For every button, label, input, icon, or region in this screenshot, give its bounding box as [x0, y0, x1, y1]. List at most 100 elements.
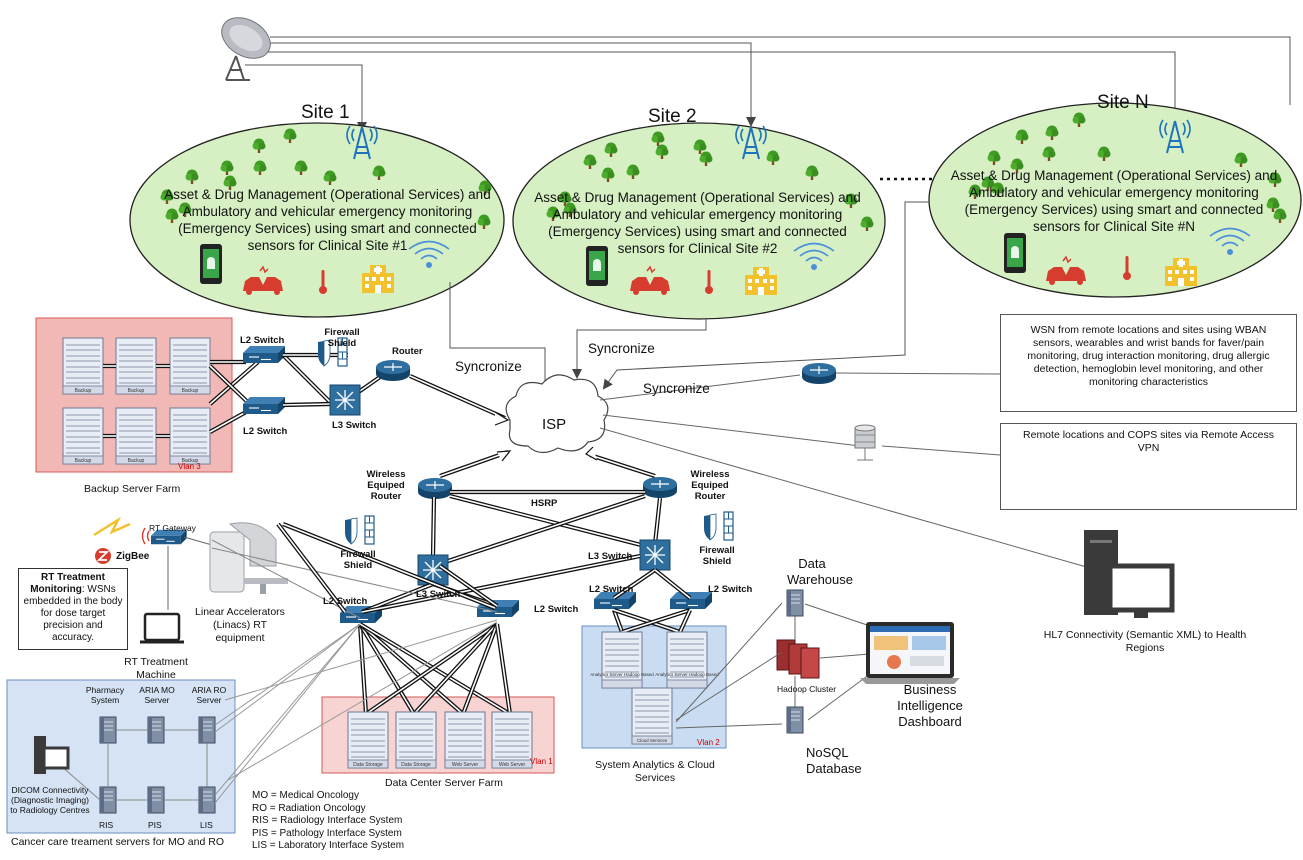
site-1-description: Asset & Drug Management (Operational Ser… — [164, 187, 491, 253]
backup-link-inner — [209, 411, 247, 433]
analytics-server-label: Analytics Server Hadoop Based — [655, 672, 719, 677]
cancer-uplink — [214, 623, 361, 733]
rt-link — [211, 547, 498, 613]
firewall-icon — [703, 511, 734, 541]
cancer-uplink — [224, 619, 498, 701]
rt-linac-link-inner — [277, 523, 346, 613]
db-top — [854, 424, 876, 432]
lightning-icon — [93, 516, 131, 537]
core-to-isp-inner — [439, 451, 509, 477]
site-2-title: Site 2 — [648, 106, 697, 127]
backup-router-label: Router — [392, 346, 423, 357]
server-icon — [198, 716, 216, 744]
analytics-caption: System Analytics & Cloud Services — [595, 759, 715, 784]
hadoop-cluster-label: Hadoop Cluster — [777, 684, 837, 694]
rt-monitoring-text: : WSNs embedded in the body for dose tar… — [23, 584, 123, 643]
backup-server-label: Backup — [182, 458, 199, 464]
pis-label: PIS — [148, 820, 162, 830]
legend-item: MO = Medical Oncology — [252, 790, 359, 801]
site-n-title: Site N — [1097, 92, 1149, 113]
analytics-dw-link — [675, 651, 783, 721]
rt-monitoring-title: RT Treatment Monitoring — [30, 572, 105, 595]
sync-label-2: Syncronize — [588, 341, 655, 356]
bi-chart-1 — [874, 636, 908, 650]
linac-gantry — [228, 522, 277, 567]
backup-vlan-label: Vlan 3 — [178, 462, 201, 471]
vpn-info-box: Remote locations and COPS sites via Remo… — [1000, 423, 1297, 510]
backup-link-inner — [282, 354, 331, 403]
linac-couch — [244, 578, 288, 584]
core-l3-switch-left-label: L3 Switch — [416, 589, 461, 600]
hadoop-cluster-icon — [776, 639, 820, 679]
rt-linac-link-inner — [282, 523, 496, 609]
rt-treatment-machine-label: RT Treatment Machine — [124, 656, 188, 681]
dicom-label: DICOM Connectivity (Diagnostic Imaging) … — [10, 785, 90, 815]
backup-l2-switch-bottom-label: L2 Switch — [243, 426, 288, 437]
switch-icon — [639, 539, 671, 571]
zigbee-icon — [95, 548, 111, 564]
linac-leg — [260, 584, 266, 594]
core-link-inner — [361, 555, 641, 613]
sync-line-site-2 — [572, 318, 707, 379]
core-link-inner — [654, 569, 691, 599]
switch-icon — [242, 345, 286, 364]
backup-server-label: Backup — [75, 458, 92, 464]
backup-server-label: Backup — [128, 458, 145, 464]
arrowhead — [585, 446, 598, 461]
dc-link-inner — [359, 623, 464, 715]
core-firewall-right-label: Firewall Shield — [699, 545, 735, 567]
rt-gateway-label: RT Gateway — [149, 523, 196, 533]
analytics-server-label: Analytics Server Hadoop Based — [590, 672, 654, 677]
linac-label: Linear Accelerators (Linacs) RT equipmen… — [195, 606, 285, 644]
bi-header — [870, 626, 950, 632]
hl7-stand — [1134, 610, 1148, 618]
server-icon — [347, 711, 389, 769]
isp-label: ISP — [542, 416, 567, 433]
backup-firewall-label: Firewall Shield — [324, 327, 360, 349]
satellite-dish-icon — [221, 17, 271, 81]
database-icon — [854, 424, 876, 461]
router-icon — [642, 476, 678, 499]
ris-label: RIS — [99, 820, 114, 830]
site-1-ellipse — [129, 122, 505, 318]
legend-item: RIS = Radiology Interface System — [252, 815, 403, 827]
core-router-left-label: Wireless Equiped Router — [366, 469, 406, 502]
core-firewall-left-label: Firewall Shield — [340, 549, 376, 571]
nosql-database-label: NoSQL Database — [806, 745, 862, 776]
core-l3-switch-right-label: L3 Switch — [588, 551, 633, 562]
analytics-link-inner — [621, 609, 691, 633]
analytics-server-label: Cloud Services — [637, 738, 668, 743]
core-link-inner — [444, 495, 646, 563]
hl7-slot — [1090, 540, 1112, 543]
pharmacy-system-label: Pharmacy System — [85, 685, 125, 705]
bi-chart-2 — [912, 636, 946, 650]
cancer-uplink — [214, 623, 361, 726]
hl7-label: HL7 Connectivity (Semantic XML) to Healt… — [1043, 629, 1247, 654]
core-to-isp-inner — [589, 454, 656, 477]
aria-ro-server-label: ARIA RO Server — [191, 685, 227, 705]
backup-server-icon — [115, 337, 157, 395]
backup-server-icon — [169, 337, 211, 395]
dc-server-label: Data Storage — [353, 762, 383, 768]
core-link-inner — [613, 569, 656, 599]
site-2-description: Asset & Drug Management (Operational Ser… — [534, 190, 861, 256]
bi-pie — [887, 655, 901, 669]
analytics-nosql-link — [675, 723, 783, 729]
android-phone-icon — [1004, 233, 1026, 273]
sync-label-1: Syncronize — [455, 359, 522, 374]
dc-server-label: Data Storage — [401, 762, 431, 768]
router-icon — [801, 362, 837, 385]
data-warehouse-label: Data Warehouse — [787, 556, 853, 587]
analytics-vlan-label: Vlan 2 — [697, 738, 720, 747]
server-icon — [601, 631, 643, 689]
core-l2-switch-a-label: L2 Switch — [323, 596, 368, 607]
dc-link-inner — [462, 623, 498, 715]
backup-l3-switch-label: L3 Switch — [332, 420, 377, 431]
wsn-link — [599, 374, 801, 401]
zigbee-label: ZigBee — [116, 551, 150, 562]
core-link-inner — [439, 565, 498, 607]
wsn-info-text: WSN from remote locations and sites usin… — [1027, 324, 1270, 388]
dc-link-inner — [496, 623, 511, 715]
